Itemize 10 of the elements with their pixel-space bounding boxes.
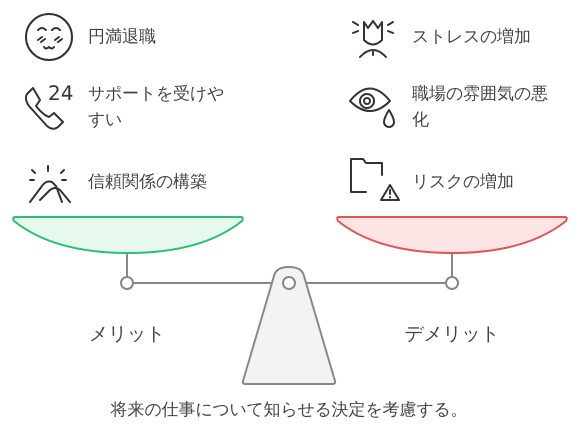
hours-number: 24: [48, 80, 74, 106]
benefit-text: サポートを受けやすい: [88, 83, 225, 132]
caption: 将来の仕事について知らせる決定を考慮する。: [110, 399, 468, 422]
benefit-text: 信頼関係の構築: [88, 171, 207, 194]
drawback-text: 職場の雰囲気の悪化: [412, 83, 549, 132]
drawback-text: リスクの増加: [412, 171, 514, 194]
benefit-text: 円満退職: [88, 26, 156, 49]
drawback-text: ストレスの増加: [412, 26, 531, 49]
merit-label: メリット: [88, 322, 166, 347]
demerit-label: デメリット: [404, 322, 500, 347]
